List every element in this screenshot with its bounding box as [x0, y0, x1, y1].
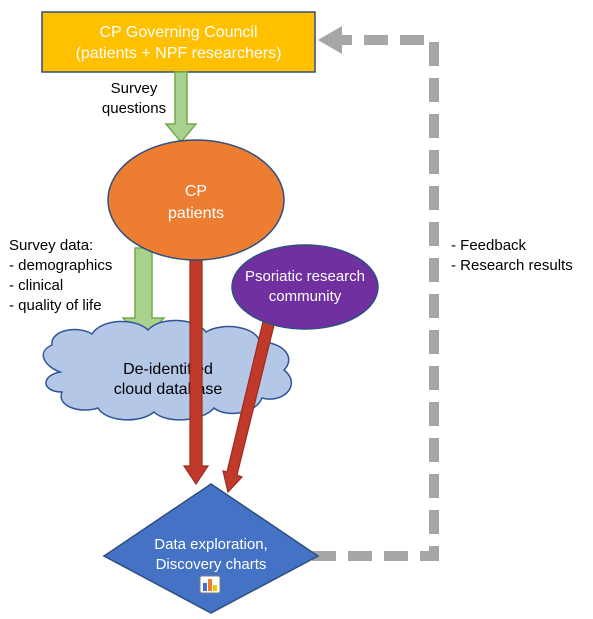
feedback-labels: - Feedback - Research results [451, 237, 573, 274]
survey-data-item: - clinical [9, 277, 63, 294]
community-to-exploration-arrow [222, 304, 279, 494]
survey-questions-arrow [164, 71, 198, 144]
survey-questions-line1: Survey [111, 80, 158, 97]
research-community-ellipse [231, 244, 379, 330]
data-exploration-diamond [102, 483, 320, 614]
community-to-exploration-arrow-shape [222, 304, 279, 494]
feedback-loop-arrow [312, 26, 439, 561]
feedback-item: - Feedback [451, 237, 527, 254]
data-exploration-node: Data exploration, Discovery charts [102, 483, 320, 614]
cp-patients-ellipse [107, 139, 285, 261]
data-exploration-line1: Data exploration, [154, 536, 267, 553]
cp-patients-line2: patients [168, 205, 224, 222]
bar-chart-icon [199, 575, 221, 594]
council-rect [41, 11, 316, 73]
research-community-line1: Psoriatic research [245, 268, 365, 285]
council-box: CP Governing Council (patients + NPF res… [41, 11, 316, 73]
cloud-shape [42, 319, 292, 421]
feedback-item: - Research results [451, 257, 573, 274]
council-line1: CP Governing Council [99, 24, 257, 41]
cloud-database: De-identified cloud database [42, 319, 292, 421]
cp-patients-line1: CP [185, 183, 207, 200]
data-exploration-line2: Discovery charts [156, 556, 267, 573]
patients-to-exploration-arrow [182, 253, 210, 486]
cloud-line2: cloud database [114, 381, 223, 398]
council-line2: (patients + NPF researchers) [76, 45, 282, 62]
survey-data-item: - quality of life [9, 297, 102, 314]
cp-patients-node: CP patients [107, 139, 285, 261]
survey-questions-arrow-shape [164, 71, 198, 144]
survey-data-item: - demographics [9, 257, 112, 274]
survey-data-labels: Survey data: - demographics - clinical -… [9, 237, 112, 314]
survey-questions-line2: questions [102, 100, 166, 117]
feedback-arrowhead [318, 26, 342, 54]
research-community-node: Psoriatic research community [231, 244, 379, 330]
survey-data-title: Survey data: [9, 237, 93, 254]
feedback-dashed-line [312, 35, 439, 561]
patients-to-exploration-arrow-shape [182, 253, 210, 486]
research-community-line2: community [269, 288, 342, 305]
